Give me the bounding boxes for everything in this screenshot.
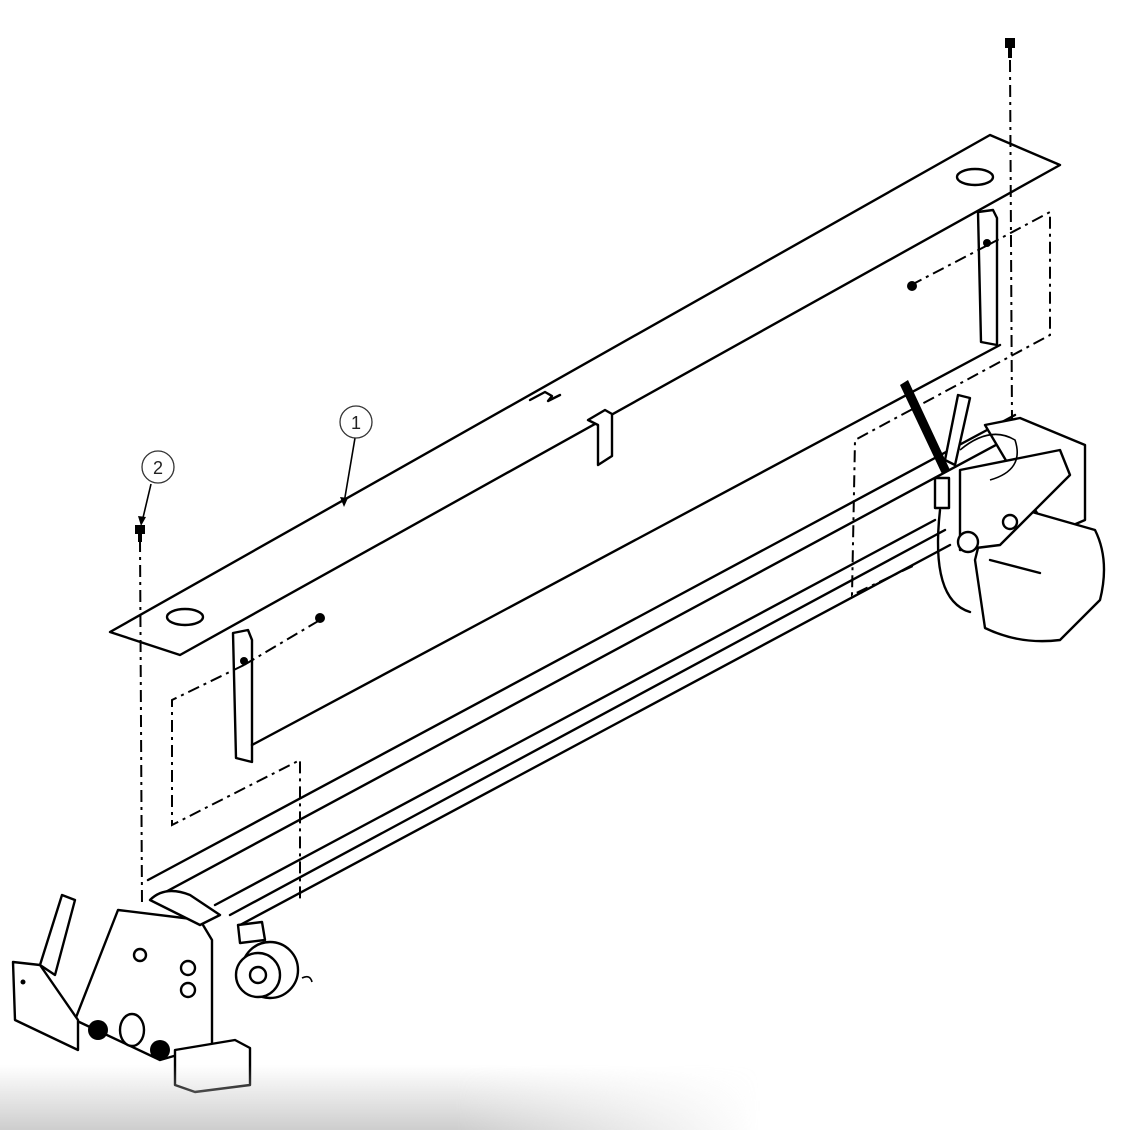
left-end-assembly: [11, 889, 313, 1094]
bottom-shadow: [0, 1065, 760, 1130]
rails: [146, 413, 1022, 927]
screw-side-right: [907, 281, 917, 291]
top-cover-plate: [108, 133, 1062, 657]
callout-2: 2: [138, 450, 175, 526]
right-motor-assembly: [900, 380, 1106, 643]
screw-side-left: [315, 613, 325, 623]
callout-1-label: 1: [351, 413, 361, 433]
assembly-lines: [139, 59, 1051, 906]
screw-left: [135, 525, 145, 542]
hole-right: [983, 239, 991, 247]
right-bracket-leg: [976, 208, 999, 347]
screw-top-right: [1005, 38, 1015, 58]
callout-1: 1: [339, 405, 373, 507]
hole-left: [240, 657, 248, 665]
callout-2-label: 2: [153, 458, 163, 478]
